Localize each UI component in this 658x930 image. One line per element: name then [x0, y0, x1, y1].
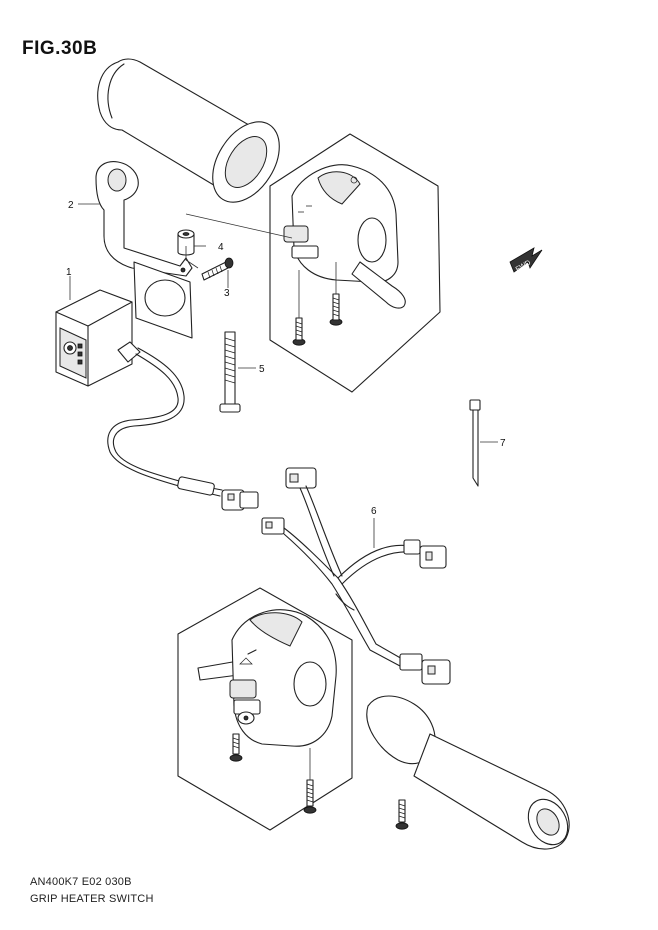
heater-switch-part: [55, 289, 141, 387]
screw-3-part: [201, 257, 234, 281]
callout-2: 2: [68, 200, 74, 211]
figure-caption: GRIP HEATER SWITCH: [30, 893, 154, 905]
lower-grip: [366, 695, 570, 850]
figure-code: AN400K7 E02 030B: [30, 876, 132, 888]
callout-1: 1: [66, 267, 72, 278]
callout-6: 6: [371, 506, 377, 517]
callout-3: 3: [224, 288, 230, 299]
lower-switch-inset: [177, 587, 353, 831]
callout-7: 7: [500, 438, 506, 449]
bracket-part: [95, 161, 193, 339]
collar-part: [177, 229, 195, 256]
grip-end-screw: [395, 799, 409, 830]
bolt-5-part: [219, 331, 241, 413]
wiring-harness: [107, 347, 451, 685]
upper-screw-left: [292, 317, 306, 346]
fwd-arrow-icon: FWD: [509, 247, 543, 273]
lower-screw-right: [303, 779, 317, 814]
figure-title: FIG.30B: [22, 38, 98, 59]
callout-5: 5: [259, 364, 265, 375]
callout-labels: 1 2 3 4 5 6 7: [66, 200, 506, 517]
leader-lines: [69, 203, 498, 548]
upper-switch-inset: [269, 133, 441, 393]
callout-4: 4: [218, 242, 224, 253]
upper-grip: [97, 58, 280, 203]
upper-screw-right: [329, 293, 343, 326]
lower-screw-left: [229, 733, 243, 762]
cable-tie-part: [469, 399, 481, 487]
